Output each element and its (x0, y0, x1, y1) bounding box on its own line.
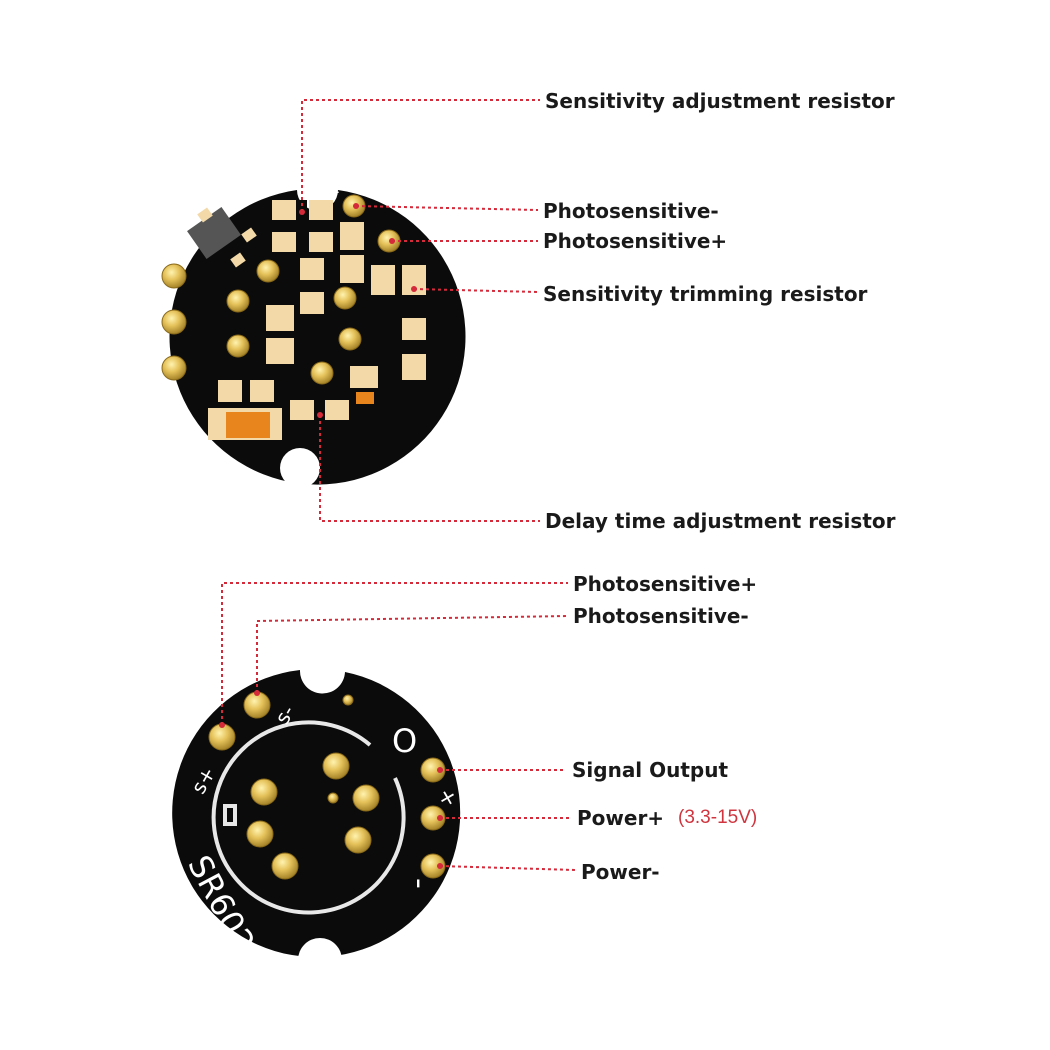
silk-out-mark: O (392, 722, 417, 760)
bottom-gold-pads (246, 694, 380, 880)
leader-bottom-photosensitive-minus (256, 615, 569, 693)
bottom-pcb-notch (298, 938, 342, 982)
label-power-minus: Power- (581, 860, 660, 884)
label-photosensitive-minus-bottom: Photosensitive- (573, 604, 749, 628)
label-signal-output: Signal Output (572, 758, 729, 782)
pad-signal-output (420, 757, 446, 783)
ic-chip (187, 207, 257, 268)
sensor-outline (211, 720, 406, 915)
top-gold-pads (161, 194, 401, 385)
top-leader-lines (301, 99, 540, 522)
pad-power-plus (420, 805, 446, 831)
label-photosensitive-minus-top: Photosensitive- (543, 199, 719, 223)
bottom-leader-lines (221, 582, 576, 871)
leader-sensitivity-adjustment (301, 99, 540, 212)
connector-pads (208, 691, 446, 879)
label-sensitivity-adjustment: Sensitivity adjustment resistor (545, 89, 895, 113)
top-pcb-board: - (161, 181, 466, 488)
leader-photosensitive-minus (355, 205, 539, 211)
bottom-pcb-board: s+ s- O + - SR602 (172, 670, 462, 982)
leader-sensitivity-trimming (413, 288, 539, 293)
label-sensitivity-trimming: Sensitivity trimming resistor (543, 282, 868, 306)
pad-power-minus (420, 853, 446, 879)
label-delay-time: Delay time adjustment resistor (545, 509, 896, 533)
tantalum-capacitor (226, 412, 270, 438)
leader-bottom-photosensitive-plus (221, 582, 568, 725)
leader-power-minus (439, 865, 576, 871)
label-power-plus: Power+ (577, 806, 665, 830)
silk-minus-mark: - (402, 878, 437, 889)
top-pcb-notch (280, 448, 320, 488)
label-power-plus-voltage: (3.3-15V) (678, 807, 758, 828)
label-photosensitive-plus-top: Photosensitive+ (543, 229, 728, 253)
small-capacitor (356, 392, 374, 404)
leader-delay-time (319, 415, 540, 522)
label-photosensitive-plus-bottom: Photosensitive+ (573, 572, 758, 596)
top-minus-mark: - (333, 181, 340, 202)
